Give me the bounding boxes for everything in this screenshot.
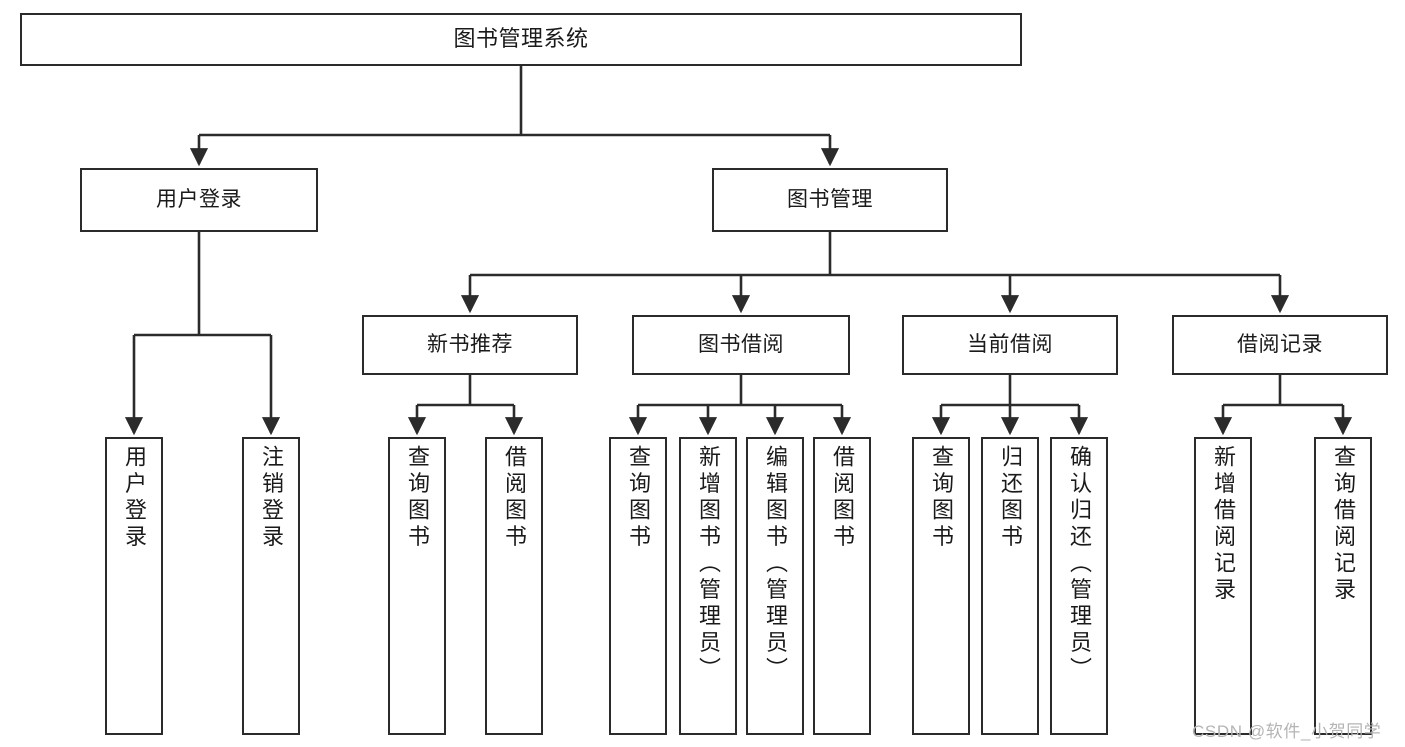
leaf-record-query-record[interactable]: 查询借阅记录 (1314, 437, 1372, 735)
leaf-borrow-add-book-admin[interactable]: 新增图书（管理员） (679, 437, 737, 735)
node-label: 借阅图书 (830, 445, 855, 551)
node-label: 用户登录 (122, 445, 147, 551)
node-label: 新增借阅记录 (1211, 445, 1236, 604)
node-label: 注销登录 (259, 445, 284, 551)
leaf-logout[interactable]: 注销登录 (242, 437, 300, 735)
node-label: 新增图书（管理员） (696, 445, 721, 684)
node-label: 确认归还（管理员） (1067, 445, 1092, 684)
csdn-watermark: CSDN @软件_小贺同学 (1192, 722, 1382, 741)
node-current-borrow[interactable]: 当前借阅 (902, 315, 1118, 375)
node-book-management[interactable]: 图书管理 (712, 168, 948, 232)
node-label: 用户登录 (156, 188, 242, 212)
node-label: 查询图书 (929, 445, 954, 551)
node-label: 编辑图书（管理员） (763, 445, 788, 684)
leaf-borrow-edit-book-admin[interactable]: 编辑图书（管理员） (746, 437, 804, 735)
leaf-new-book-query-book[interactable]: 查询图书 (388, 437, 446, 735)
node-label: 查询借阅记录 (1331, 445, 1356, 604)
leaf-new-book-borrow-book[interactable]: 借阅图书 (485, 437, 543, 735)
leaf-user-login[interactable]: 用户登录 (105, 437, 163, 735)
leaf-current-return-book[interactable]: 归还图书 (981, 437, 1039, 735)
node-label: 新书推荐 (427, 333, 513, 357)
node-user-login[interactable]: 用户登录 (80, 168, 318, 232)
node-borrow-record[interactable]: 借阅记录 (1172, 315, 1388, 375)
leaf-current-query-book[interactable]: 查询图书 (912, 437, 970, 735)
leaf-current-confirm-return-admin[interactable]: 确认归还（管理员） (1050, 437, 1108, 735)
leaf-borrow-query-book[interactable]: 查询图书 (609, 437, 667, 735)
node-label: 图书借阅 (698, 333, 784, 357)
node-label: 图书管理 (787, 188, 873, 212)
node-book-borrow[interactable]: 图书借阅 (632, 315, 850, 375)
leaf-borrow-borrow-book[interactable]: 借阅图书 (813, 437, 871, 735)
node-label: 借阅图书 (502, 445, 527, 551)
node-label: 图书管理系统 (453, 26, 589, 52)
node-label: 查询图书 (405, 445, 430, 551)
node-label: 归还图书 (998, 445, 1023, 551)
node-label: 查询图书 (626, 445, 651, 551)
node-new-book-recommend[interactable]: 新书推荐 (362, 315, 578, 375)
node-label: 当前借阅 (967, 333, 1053, 357)
node-label: 借阅记录 (1237, 333, 1323, 357)
leaf-record-add-record[interactable]: 新增借阅记录 (1194, 437, 1252, 735)
node-root-system[interactable]: 图书管理系统 (20, 13, 1022, 66)
